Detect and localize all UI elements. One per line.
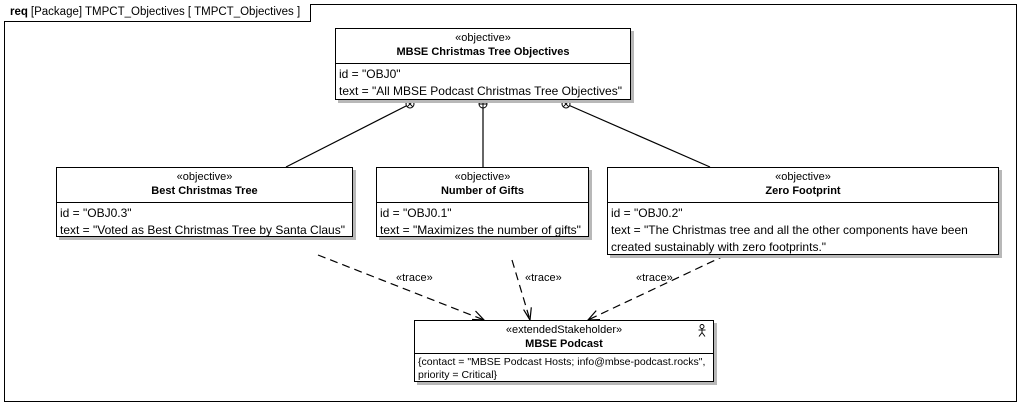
root-attributes: id = "OBJ0" text = "All MBSE Podcast Chr… [336, 64, 630, 102]
objective-block-number-of-gifts[interactable]: «objective» Number of Gifts id = "OBJ0.1… [376, 167, 589, 237]
objective-header: «objective» Zero Footprint [608, 168, 998, 203]
objective-stereotype: «objective» [454, 171, 511, 183]
frame-header: req[Package] TMPCT_Objectives [ TMPCT_Ob… [4, 4, 312, 22]
stakeholder-contact: {contact = "MBSE Podcast Hosts; info@mbs… [418, 356, 706, 368]
root-text: text = "All MBSE Podcast Christmas Tree … [339, 84, 622, 98]
objective-text: text = "Voted as Best Christmas Tree by … [60, 223, 345, 237]
objective-stereotype: «objective» [775, 171, 831, 183]
stakeholder-block-mbse-podcast[interactable]: «extendedStakeholder» MBSE Podcast {cont… [414, 320, 714, 382]
root-stereotype: «objective» [455, 32, 511, 44]
root-objective-header: «objective» MBSE Christmas Tree Objectiv… [336, 29, 630, 64]
objective-id: id = "OBJ0.3" [60, 206, 132, 220]
objective-attributes: id = "OBJ0.3" text = "Voted as Best Chri… [57, 203, 352, 241]
trace-label-best: «trace» [396, 272, 433, 284]
stakeholder-stereotype: «extendedStakeholder» [505, 324, 623, 336]
stakeholder-header: «extendedStakeholder» MBSE Podcast [415, 321, 713, 354]
root-objective-block[interactable]: «objective» MBSE Christmas Tree Objectiv… [335, 28, 631, 100]
actor-icon [697, 324, 707, 342]
stakeholder-properties: {contact = "MBSE Podcast Hosts; info@mbs… [415, 354, 713, 384]
diagram-frame [4, 4, 1017, 402]
objective-name: Best Christmas Tree [151, 185, 258, 197]
objective-text: text = "Maximizes the number of gifts" [380, 223, 581, 237]
stakeholder-priority: priority = Critical} [418, 369, 498, 381]
objective-attributes: id = "OBJ0.2" text = "The Christmas tree… [608, 203, 998, 258]
objective-attributes: id = "OBJ0.1" text = "Maximizes the numb… [377, 203, 588, 241]
objective-header: «objective» Number of Gifts [377, 168, 588, 203]
root-name: MBSE Christmas Tree Objectives [396, 46, 570, 58]
objective-stereotype: «objective» [176, 171, 233, 183]
trace-label-zero: «trace» [636, 272, 673, 284]
objective-id: id = "OBJ0.2" [611, 206, 683, 220]
objective-block-best-christmas-tree[interactable]: «objective» Best Christmas Tree id = "OB… [56, 167, 353, 237]
objective-text: text = "The Christmas tree and all the o… [611, 223, 968, 254]
objective-header: «objective» Best Christmas Tree [57, 168, 352, 203]
objective-block-zero-footprint[interactable]: «objective» Zero Footprint id = "OBJ0.2"… [607, 167, 999, 255]
frame-title: [Package] TMPCT_Objectives [ TMPCT_Objec… [30, 6, 301, 18]
objective-name: Number of Gifts [440, 185, 525, 197]
root-id: id = "OBJ0" [339, 67, 401, 81]
objective-name: Zero Footprint [765, 185, 841, 197]
objective-id: id = "OBJ0.1" [380, 206, 452, 220]
trace-label-gifts: «trace» [525, 272, 562, 284]
frame-kind: req [10, 6, 28, 18]
stakeholder-name: MBSE Podcast [525, 338, 603, 350]
